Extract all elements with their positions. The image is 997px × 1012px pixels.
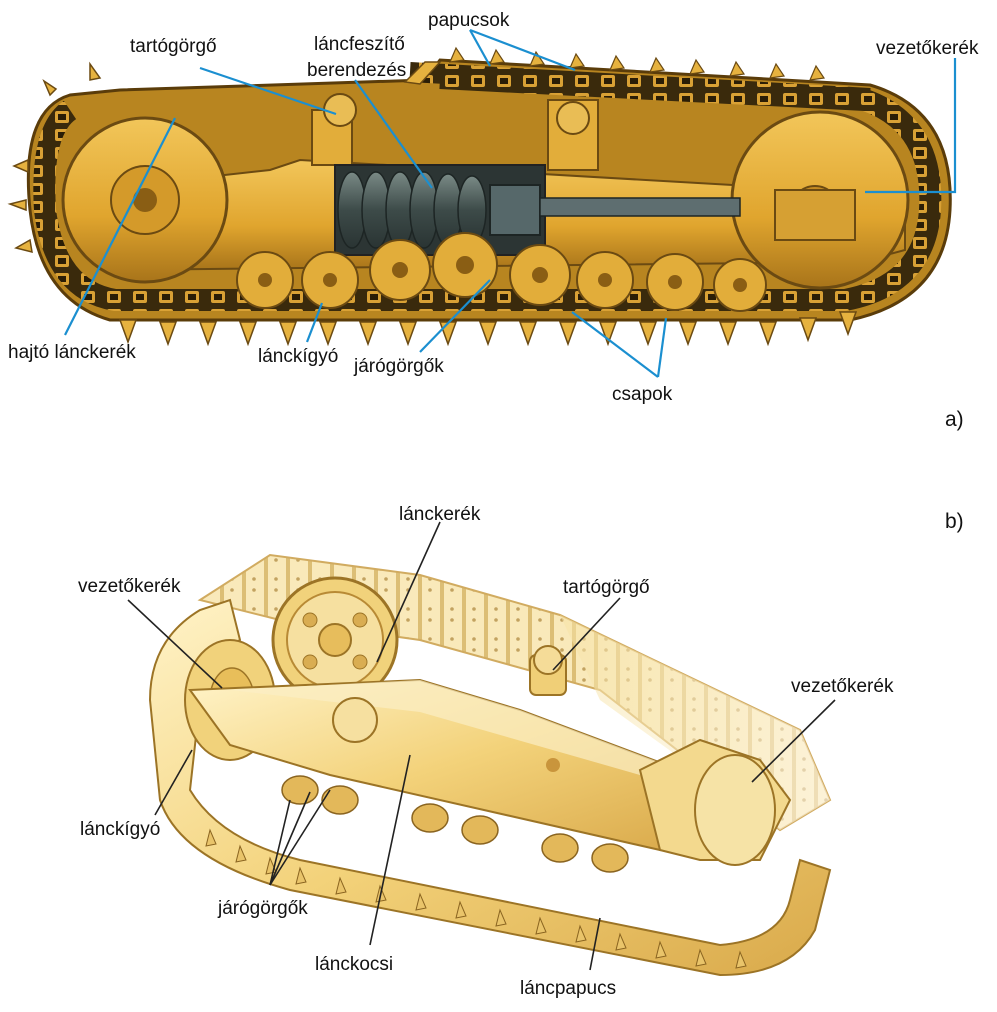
label-b-tartogorgo: tartógörgő	[563, 577, 650, 598]
label-a-papucsok: papucsok	[428, 10, 510, 31]
label-b-vezetokerek-left: vezetőkerék	[78, 576, 181, 597]
label-a-lancfeszito-line2: berendezés	[307, 60, 406, 81]
label-b-lanckocsi: lánckocsi	[315, 954, 393, 975]
label-a-tartogorgo: tartógörgő	[130, 36, 217, 57]
panel-label-b: b)	[945, 510, 964, 533]
label-b-lanckerek: lánckerék	[399, 504, 481, 525]
label-b-jarogorgok: járógörgők	[217, 898, 308, 919]
panel-label-a: a)	[945, 408, 964, 431]
label-b-vezetokerek-right: vezetőkerék	[791, 676, 894, 697]
label-a-vezetokerek: vezetőkerék	[876, 38, 979, 59]
diagram-a-track-photo	[10, 48, 950, 344]
label-a-lanckigyo: lánckígyó	[258, 346, 338, 367]
label-a-jarogorgok: járógörgők	[353, 356, 444, 377]
label-a-lancfeszito-line1: láncfeszítő	[314, 34, 405, 55]
label-a-csapok: csapok	[612, 384, 673, 405]
label-b-lancpapucs: láncpapucs	[520, 978, 616, 999]
label-b-lanckigyo: lánckígyó	[80, 819, 160, 840]
label-a-hajto-lanckerek: hajtó lánckerék	[8, 342, 136, 363]
